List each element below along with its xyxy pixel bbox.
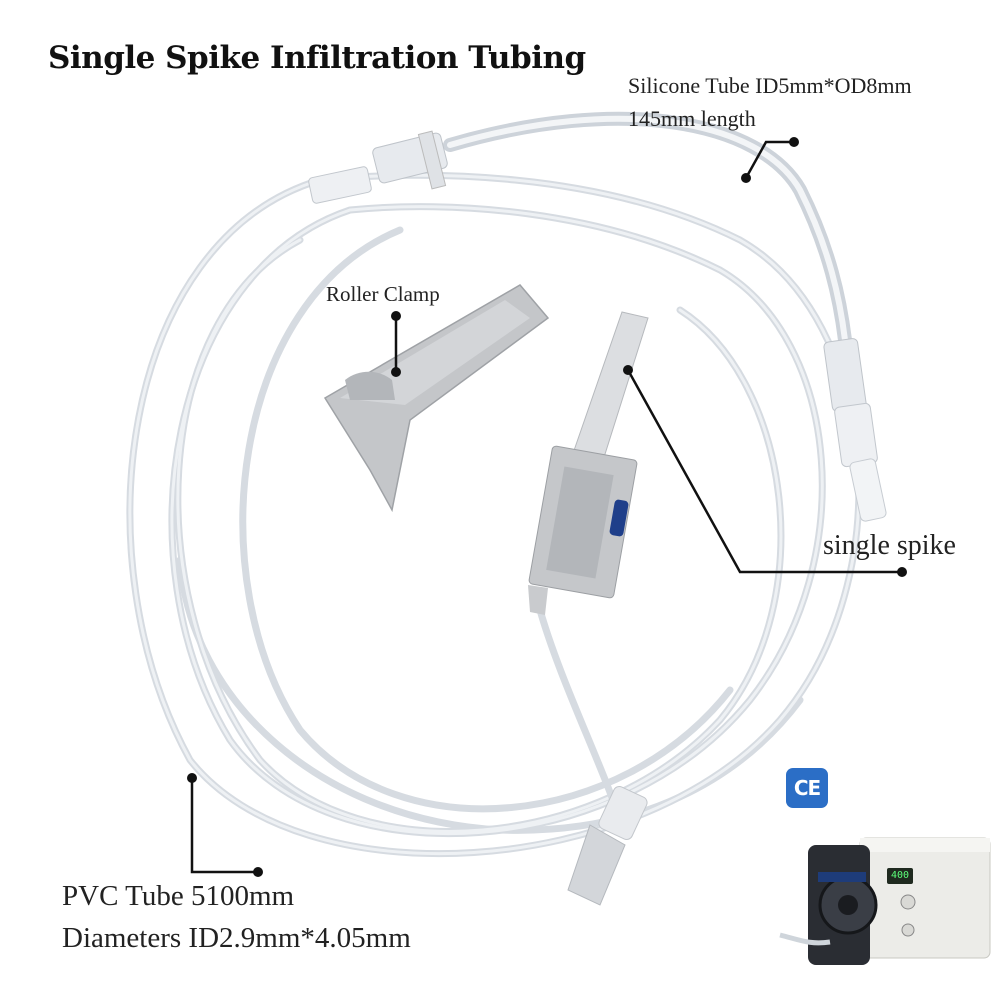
roller-dot-top: [391, 311, 401, 321]
silicone-tube: [308, 111, 887, 522]
silicone-callout-line: [744, 140, 794, 179]
spike-dot-start: [623, 365, 633, 375]
callout-lines: [190, 140, 902, 874]
pvc-dot-end: [253, 867, 263, 877]
roller-clamp-label: Roller Clamp: [326, 282, 440, 306]
single-spike-label: single spike: [823, 530, 956, 561]
pvc-callout-line: [190, 778, 258, 874]
pvc-diameters-label: Diameters ID2.9mm*4.05mm: [62, 922, 411, 954]
page-title: Single Spike Infiltration Tubing: [48, 40, 586, 76]
roller-clamp: [323, 284, 550, 513]
silicone-tube-label: Silicone Tube ID5mm*OD8mm: [628, 73, 912, 98]
silicone-dot-end: [789, 137, 799, 147]
silicone-dot-start: [741, 173, 751, 183]
silicone-tube-length-label: 145mm length: [628, 106, 756, 131]
pvc-dot-start: [187, 773, 197, 783]
peristaltic-pump: [779, 837, 991, 965]
ce-mark-badge: CE: [786, 768, 828, 808]
single-spike: [528, 311, 649, 615]
callout-dots: [187, 137, 907, 877]
pvc-tube-label: PVC Tube 5100mm: [62, 880, 295, 912]
pump-display: 400: [887, 868, 913, 884]
spike-dot-end: [897, 567, 907, 577]
bottom-connector: [567, 786, 648, 906]
roller-dot-bottom: [391, 367, 401, 377]
spike-callout-line: [626, 369, 902, 574]
pvc-tube-coil: [126, 171, 863, 858]
